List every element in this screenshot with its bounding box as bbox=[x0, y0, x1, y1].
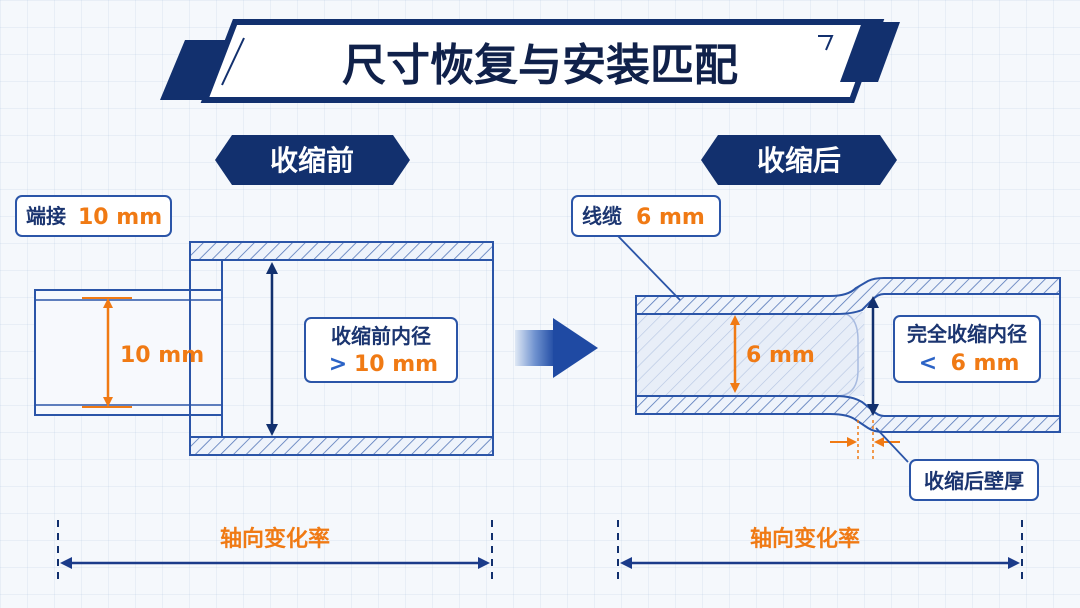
cable-leader-line bbox=[617, 235, 681, 301]
cable-callout-label: 线缆 bbox=[582, 204, 622, 228]
left-tag-label: 收缩前 bbox=[270, 144, 354, 177]
shrunk-inner-value: 6 mm bbox=[951, 351, 1020, 376]
right-axis-label: 轴向变化率 bbox=[750, 526, 860, 552]
right-tag-label: 收缩后 bbox=[757, 144, 841, 177]
cable-callout-value: 6 mm bbox=[636, 205, 705, 230]
terminal-callout-label: 端接 bbox=[26, 204, 66, 228]
shrunk-wall-bottom bbox=[635, 395, 1061, 433]
shrunk-wall-top bbox=[635, 277, 1061, 315]
title-accent-line bbox=[221, 37, 245, 86]
title-stripe-left bbox=[160, 40, 230, 100]
wall-thickness-callout: 收缩后壁厚 bbox=[875, 427, 1039, 501]
right-arrow-icon bbox=[515, 318, 598, 378]
inner-diameter-callout: 收缩前内径 > 10 mm bbox=[304, 317, 458, 383]
left-axis-label: 轴向变化率 bbox=[220, 526, 330, 552]
terminal-callout-value: 10 mm bbox=[78, 205, 162, 230]
wall-leader-line bbox=[875, 427, 909, 463]
title-accent-corner bbox=[818, 35, 834, 51]
cable-callout: 线缆 6 mm bbox=[571, 195, 721, 301]
title-banner: 尺寸恢复与安装匹配 bbox=[160, 19, 900, 103]
page-title: 尺寸恢复与安装匹配 bbox=[342, 40, 738, 91]
tube-wall-bottom bbox=[189, 436, 494, 456]
wall-thickness-label: 收缩后壁厚 bbox=[924, 469, 1024, 493]
right-tag: 收缩后 bbox=[701, 135, 897, 185]
shrunk-inner-callout: 完全收缩内径 < 6 mm bbox=[893, 315, 1041, 383]
title-stripe-right bbox=[840, 22, 900, 82]
left-diagram: 10 mm 端接 10 mm 收缩前内径 > 10 mm 轴向变化率 bbox=[15, 195, 494, 585]
inner-diameter-symbol: > bbox=[329, 352, 347, 377]
inner-diameter-value: 10 mm bbox=[354, 352, 438, 377]
tube-wall-top bbox=[189, 241, 494, 261]
inner-diameter-label: 收缩前内径 bbox=[331, 324, 431, 348]
cable-dim-label: 6 mm bbox=[746, 343, 815, 368]
terminal-callout: 端接 10 mm bbox=[15, 195, 172, 237]
shrunk-inner-symbol: < bbox=[919, 351, 937, 376]
terminal-dim-label: 10 mm bbox=[120, 343, 204, 368]
shrunk-inner-label: 完全收缩内径 bbox=[907, 322, 1027, 346]
right-diagram: 6 mm 线缆 6 mm 完全收缩内径 < 6 mm 收缩后壁厚 bbox=[571, 195, 1061, 585]
left-tag: 收缩前 bbox=[215, 135, 410, 185]
